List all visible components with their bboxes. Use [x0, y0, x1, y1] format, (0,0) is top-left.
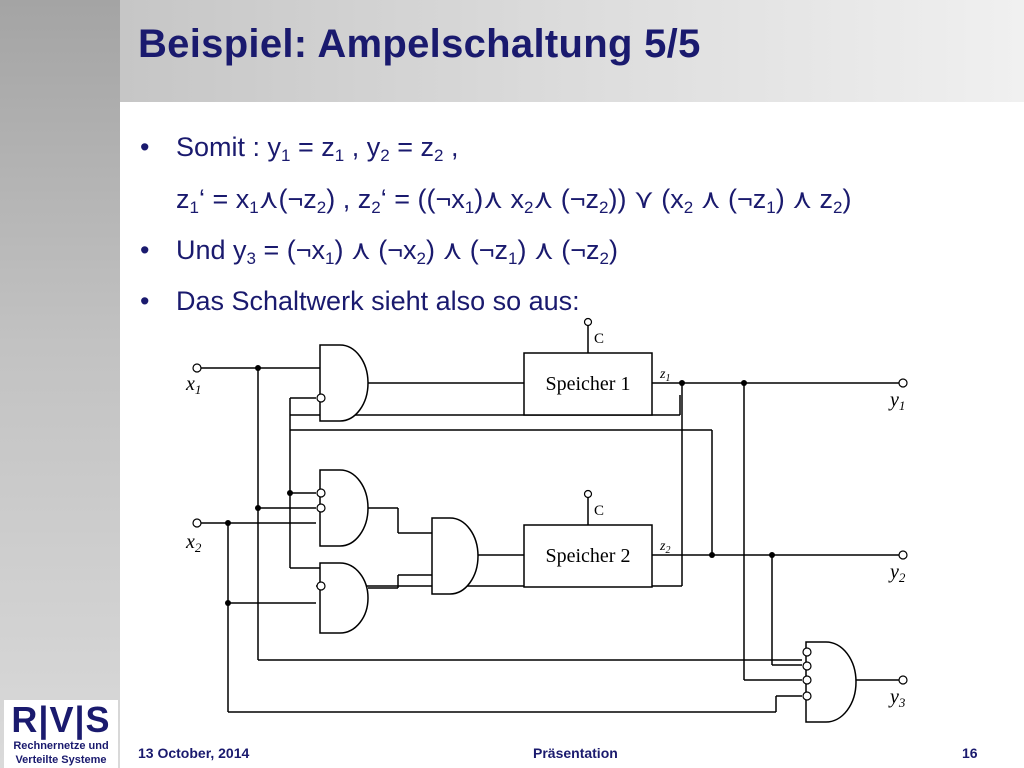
- slide-title: Beispiel: Ampelschaltung 5/5: [138, 22, 701, 66]
- logo-line-1: Rechnernetze und: [13, 740, 109, 752]
- junction-dots: [225, 365, 775, 606]
- junction: [255, 365, 261, 371]
- terminals: [192, 317, 908, 685]
- neg-bubble-and3: [316, 581, 326, 591]
- terminal-clock1: [583, 317, 593, 327]
- memory-2-box: [523, 524, 653, 588]
- neg-bubble-and5-d: [802, 691, 812, 701]
- bullet-1: •Somit : y1 = z1 , y2 = z2 ,: [140, 132, 459, 165]
- junction: [679, 380, 685, 386]
- junction: [709, 552, 715, 558]
- memory-boxes: [523, 352, 653, 588]
- header-band: [120, 0, 1024, 102]
- bullet-dot: •: [140, 235, 150, 265]
- junction: [287, 490, 293, 496]
- rvs-logo: R|V|S Rechnernetze und Verteilte Systeme: [4, 700, 118, 768]
- terminal-y1: [898, 378, 908, 388]
- junction: [741, 380, 747, 386]
- terminal-y3: [898, 675, 908, 685]
- neg-bubble-and2-b: [316, 503, 326, 513]
- negation-bubbles: [316, 393, 812, 701]
- label-clock-1: C: [594, 331, 604, 347]
- label-y2: y2: [888, 561, 906, 585]
- footer-date: 13 October, 2014: [138, 745, 250, 761]
- logo-line-2: Verteilte Systeme: [15, 754, 107, 766]
- junction: [225, 520, 231, 526]
- label-x1: x1: [185, 373, 201, 397]
- bullet-dot: •: [140, 286, 150, 316]
- bullet-2: •Und y3 = (¬x1) ⋏ (¬x2) ⋏ (¬z1) ⋏ (¬z2): [140, 235, 619, 268]
- and-gate-1: [319, 344, 369, 422]
- footer-page-number: 16: [962, 745, 978, 761]
- junction: [225, 600, 231, 606]
- bullet-1-formula: z1‘ = x1⋏(¬z2) , z2‘ = ((¬x1)⋏ x2⋏ (¬z2)…: [176, 184, 852, 217]
- circuit-gates: [319, 344, 857, 723]
- neg-bubble-and5-b: [802, 661, 812, 671]
- neg-bubble-and5-c: [802, 675, 812, 685]
- label-x2: x2: [185, 531, 202, 555]
- and-gate-2: [319, 469, 369, 547]
- terminal-x1: [192, 363, 202, 373]
- label-y3: y3: [888, 686, 906, 710]
- label-clock-2: C: [594, 503, 604, 519]
- terminal-x2: [192, 518, 202, 528]
- circuit-labels: x1 x2 y1 y2 y3 z1 z2 Speicher 1 Speicher…: [185, 331, 906, 710]
- footer-center: Präsentation: [533, 745, 618, 761]
- label-memory-1: Speicher 1: [546, 373, 631, 395]
- junction: [255, 505, 261, 511]
- bullet-dot: •: [140, 132, 150, 162]
- and-gate-4: [431, 517, 479, 595]
- terminal-y2: [898, 550, 908, 560]
- neg-bubble-and2-a: [316, 488, 326, 498]
- and-gate-3: [319, 562, 369, 634]
- label-z1: z1: [659, 367, 670, 384]
- and-gate-5: [805, 641, 857, 723]
- label-memory-2: Speicher 2: [546, 545, 631, 567]
- logo-mark: R|V|S: [11, 699, 111, 740]
- neg-bubble-and5-a: [802, 647, 812, 657]
- left-sidebar-gradient: [0, 0, 120, 768]
- junction: [769, 552, 775, 558]
- label-z2: z2: [659, 539, 670, 556]
- neg-bubble-and1: [316, 393, 326, 403]
- bullet-3: •Das Schaltwerk sieht also so aus:: [140, 286, 580, 316]
- memory-1-box: [523, 352, 653, 416]
- label-y1: y1: [888, 389, 905, 413]
- terminal-clock2: [583, 489, 593, 499]
